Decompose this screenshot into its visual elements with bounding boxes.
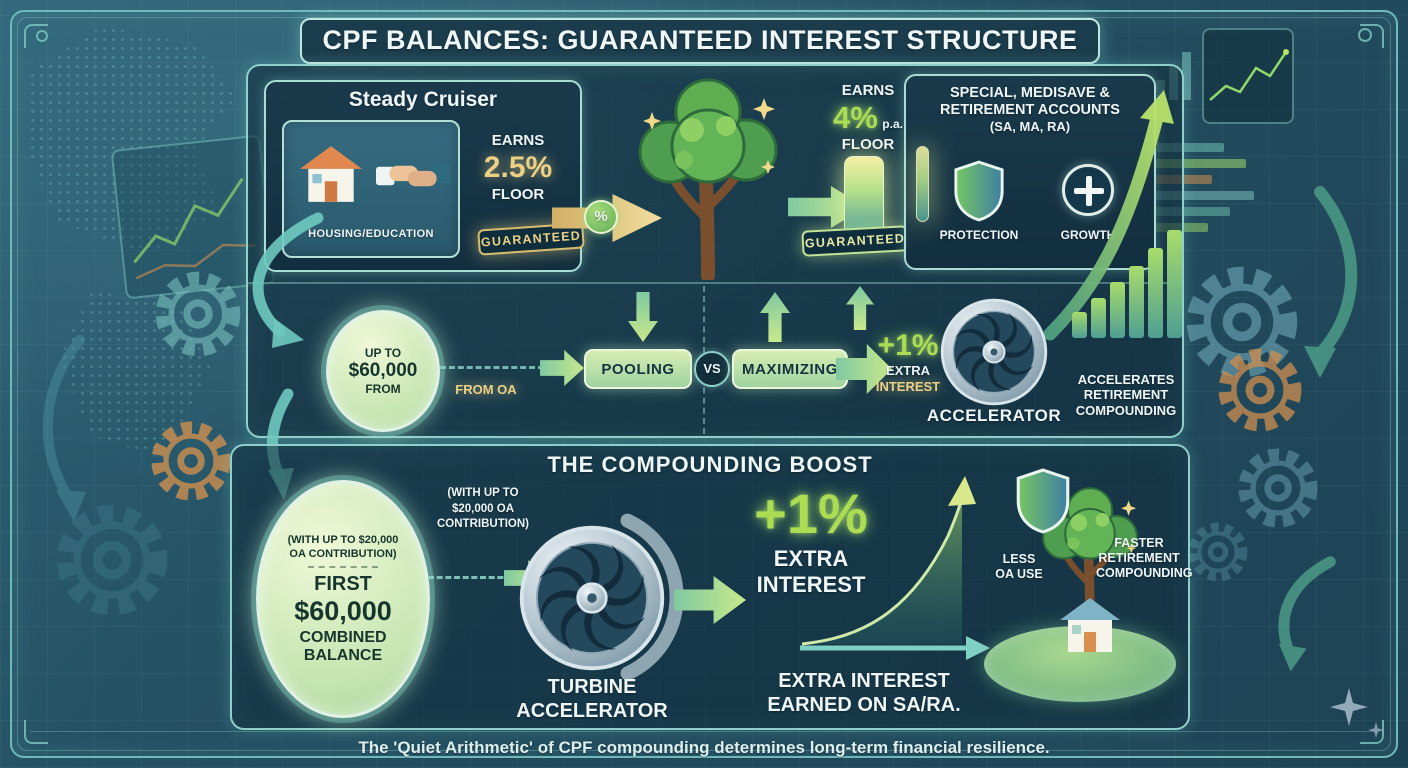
first-amount: $60,000 bbox=[294, 596, 392, 627]
side-note: (WITH UP TO $20,000 OA CONTRIBUTION) bbox=[437, 487, 529, 531]
from-label: FROM bbox=[365, 382, 401, 396]
oval-note: (WITH UP TO $20,000 OA CONTRIBUTION) bbox=[287, 533, 399, 560]
outer-frame bbox=[10, 10, 1398, 758]
interest-label: INTEREST bbox=[875, 378, 941, 394]
faster-line1: FASTER bbox=[1114, 536, 1164, 550]
turbine-label-line1: TURBINE bbox=[547, 676, 637, 698]
turbine-label: TURBINE ACCELERATOR bbox=[500, 676, 684, 723]
growth-label: GROWTH bbox=[1060, 228, 1116, 242]
extra-label-big: EXTRA bbox=[773, 546, 849, 571]
dashed-connector bbox=[440, 366, 544, 369]
pooling-box: POOLING bbox=[584, 349, 692, 389]
turbine-icon bbox=[516, 522, 668, 674]
up-to-label: UP TO bbox=[364, 346, 402, 360]
accelerates-note-line2: RETIREMENT bbox=[1083, 387, 1169, 403]
percent-symbol: % bbox=[594, 208, 608, 226]
accelerates-note-line1: ACCELERATES bbox=[1077, 372, 1175, 387]
sa-panel-subtitle: (SA, MA, RA) bbox=[989, 119, 1071, 135]
sixty-k-oval: UP TO $60,000 FROM bbox=[326, 310, 440, 432]
tree-icon bbox=[618, 68, 798, 280]
turbine-icon bbox=[938, 296, 1050, 408]
page-title: CPF BALANCES: GUARANTEED INTEREST STRUCT… bbox=[322, 25, 1078, 56]
accelerates-note-line3: COMPOUNDING bbox=[1075, 402, 1177, 418]
sa-earns-label: EARNS bbox=[841, 82, 895, 99]
sa-per-annum: p.a. bbox=[882, 117, 903, 131]
earned-caption-line2: EARNED ON SA/RA. bbox=[767, 693, 961, 716]
protection-label: PROTECTION bbox=[939, 228, 1019, 242]
corner-ornament bbox=[24, 24, 48, 48]
growth-cross-icon bbox=[1062, 164, 1114, 216]
faster-line3: COMPOUNDING bbox=[1096, 565, 1193, 580]
sa-ma-ra-panel: SPECIAL, MEDISAVE & RETIREMENT ACCOUNTS … bbox=[904, 74, 1156, 270]
oa-icons-box: HOUSING/EDUCATION bbox=[282, 120, 460, 258]
band-divider bbox=[248, 282, 1182, 284]
shield-icon bbox=[1014, 468, 1072, 534]
accelerates-note: ACCELERATES RETIREMENT COMPOUNDING bbox=[1064, 372, 1188, 418]
earned-caption-line1: EXTRA INTEREST bbox=[778, 670, 950, 692]
corner-dot bbox=[36, 30, 48, 42]
corner-ornament bbox=[1360, 720, 1384, 744]
turbine-label-line2: ACCELERATOR bbox=[516, 699, 668, 722]
faster-compounding-label: FASTER RETIREMENT COMPOUNDING bbox=[1096, 536, 1193, 580]
plus-one-rate-big: +1% bbox=[754, 482, 868, 545]
less-oa-use-label: LESS OA USE bbox=[984, 552, 1054, 582]
dashed-connector bbox=[428, 576, 512, 579]
from-oa-label: FROM OA bbox=[455, 382, 517, 397]
interest-glow-bar bbox=[844, 156, 884, 236]
vs-circle: VS bbox=[694, 351, 730, 387]
sparkle-icon bbox=[1368, 722, 1384, 738]
percent-icon: % bbox=[584, 200, 618, 234]
sa-rate-row: 4% p.a. bbox=[816, 100, 920, 137]
first-sixty-k-oval: (WITH UP TO $20,000 OA CONTRIBUTION) FIR… bbox=[256, 480, 430, 718]
compounding-bars-icon bbox=[1072, 230, 1182, 338]
interest-label-big: INTEREST bbox=[756, 571, 866, 597]
plus-one-rate: +1% bbox=[877, 329, 939, 362]
sa-floor-label: FLOOR bbox=[841, 136, 895, 153]
sa-panel-title-line2: RETIREMENT ACCOUNTS bbox=[940, 102, 1120, 119]
house-icon bbox=[298, 144, 364, 204]
sa-panel-title-line1: SPECIAL, MEDISAVE & bbox=[949, 85, 1111, 101]
oval-note-divider bbox=[308, 566, 378, 569]
extra-label: EXTRA bbox=[885, 363, 931, 379]
first-label: FIRST bbox=[314, 573, 372, 596]
oa-earns-label: EARNS bbox=[491, 132, 545, 149]
boost-title: THE COMPOUNDING BOOST bbox=[547, 452, 873, 477]
extra-interest-big-block: +1% EXTRA INTEREST bbox=[736, 486, 886, 598]
faster-line2: RETIREMENT bbox=[1098, 550, 1180, 565]
combined-label: COMBINED bbox=[299, 629, 387, 647]
growth-curve-icon bbox=[800, 476, 990, 660]
inner-frame bbox=[17, 17, 1391, 751]
less-oa-line2: OA USE bbox=[995, 566, 1043, 581]
sa-rate: 4% bbox=[833, 100, 878, 135]
rising-arrow-icon bbox=[1043, 90, 1174, 341]
house-icon bbox=[1058, 596, 1122, 654]
handshake-icon bbox=[376, 150, 450, 200]
corner-dot bbox=[1358, 28, 1372, 42]
sparkle-icon bbox=[1330, 688, 1368, 726]
oa-floor-label: FLOOR bbox=[491, 186, 545, 203]
steady-cruiser-title: Steady Cruiser bbox=[348, 88, 498, 111]
shield-icon bbox=[952, 160, 1006, 222]
panel-glow-bar bbox=[916, 146, 929, 222]
sa-guaranteed-badge: GUARANTEED bbox=[801, 225, 909, 257]
maximizing-box: MAXIMIZING bbox=[732, 349, 848, 389]
earned-caption: EXTRA INTEREST EARNED ON SA/RA. bbox=[736, 670, 992, 717]
title-banner: CPF BALANCES: GUARANTEED INTEREST STRUCT… bbox=[300, 18, 1100, 64]
footer-divider bbox=[30, 731, 1378, 732]
corner-ornament bbox=[1360, 24, 1384, 48]
oa-icons-caption: HOUSING/EDUCATION bbox=[308, 228, 434, 240]
oa-rate: 2.5% bbox=[483, 151, 553, 184]
sixty-k-amount: $60,000 bbox=[348, 360, 418, 381]
corner-ornament bbox=[24, 720, 48, 744]
less-oa-line1: LESS bbox=[1002, 552, 1036, 566]
balance-label: BALANCE bbox=[303, 647, 383, 665]
accelerator-label: ACCELERATOR bbox=[926, 406, 1062, 425]
footer-caption: The 'Quiet Arithmetic' of CPF compoundin… bbox=[358, 738, 1050, 757]
extra-interest-block: +1% EXTRA INTEREST bbox=[862, 328, 954, 394]
vs-label: VS bbox=[703, 361, 721, 377]
